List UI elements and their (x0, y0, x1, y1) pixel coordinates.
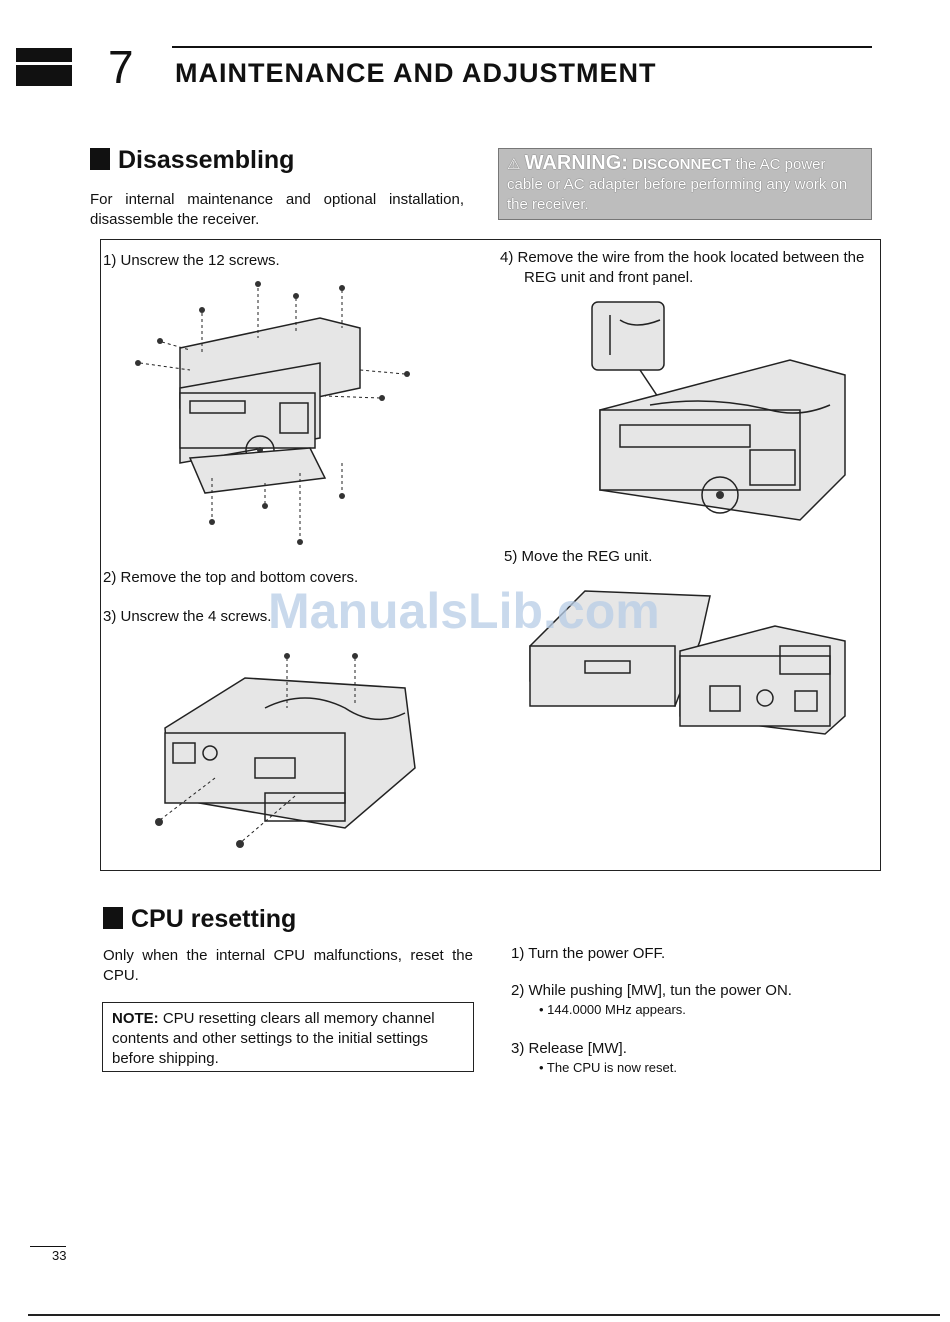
disassembling-intro: For internal maintenance and optional in… (90, 191, 464, 228)
section-heading-cpu-resetting: CPU resetting (103, 905, 296, 934)
note-text: CPU resetting clears all memory channel … (112, 1010, 435, 1067)
disassembly-steps-frame (100, 239, 881, 871)
chapter-rule (172, 46, 872, 48)
chapter-title: MAINTENANCE AND ADJUSTMENT (175, 58, 657, 88)
reg-unit-illustration (529, 590, 846, 735)
warning-text: the AC power cable or AC adapter before … (507, 156, 848, 213)
section-heading-text: Disassembling (118, 146, 295, 174)
reset-step-2: 2) While pushing [MW], tun the power ON. (511, 982, 792, 999)
step-1: 1) Unscrew the 12 screws. (103, 252, 280, 269)
step-2: 2) Remove the top and bottom covers. (103, 569, 359, 586)
step-3: 3) Unscrew the 4 screws. (103, 608, 272, 625)
note-label: NOTE: (112, 1010, 159, 1027)
watermark: ManualsLib.com (268, 583, 660, 639)
cpu-intro: Only when the internal CPU malfunctions,… (103, 947, 473, 984)
reset-step-3-bullet: • The CPU is now reset. (539, 1060, 677, 1075)
receiver-exploded-illustration (135, 281, 410, 545)
chapter-number: 7 (108, 41, 134, 93)
section-heading-disassembling: Disassembling (90, 146, 294, 175)
note-box: NOTE: CPU resetting clears all memory ch… (102, 1002, 474, 1072)
section-marker-icon (90, 148, 110, 170)
reset-step-2-bullet: • 144.0000 MHz appears. (539, 1002, 686, 1017)
receiver-rear-illustration (155, 653, 416, 848)
warning-keyword: DISCONNECT (632, 156, 732, 173)
warning-box: ⚠ WARNING: DISCONNECT the AC power cable… (498, 148, 872, 220)
chapter-tab-marker (16, 48, 72, 86)
reset-step-1: 1) Turn the power OFF. (511, 945, 666, 962)
wire-hook-illustration (591, 301, 846, 521)
page-bottom-rule (28, 1314, 940, 1316)
reset-step-3: 3) Release [MW]. (511, 1040, 627, 1057)
step-5: 5) Move the REG unit. (504, 548, 653, 565)
page-number: 33 (52, 1248, 67, 1263)
warning-triangle-icon: ⚠ (507, 156, 521, 173)
page-number-rule (30, 1246, 66, 1247)
warning-title: WARNING: (524, 152, 628, 174)
section-heading-text: CPU resetting (131, 905, 297, 933)
section-marker-icon (103, 907, 123, 929)
step-4: 4) Remove the wire from the hook located… (500, 249, 865, 286)
